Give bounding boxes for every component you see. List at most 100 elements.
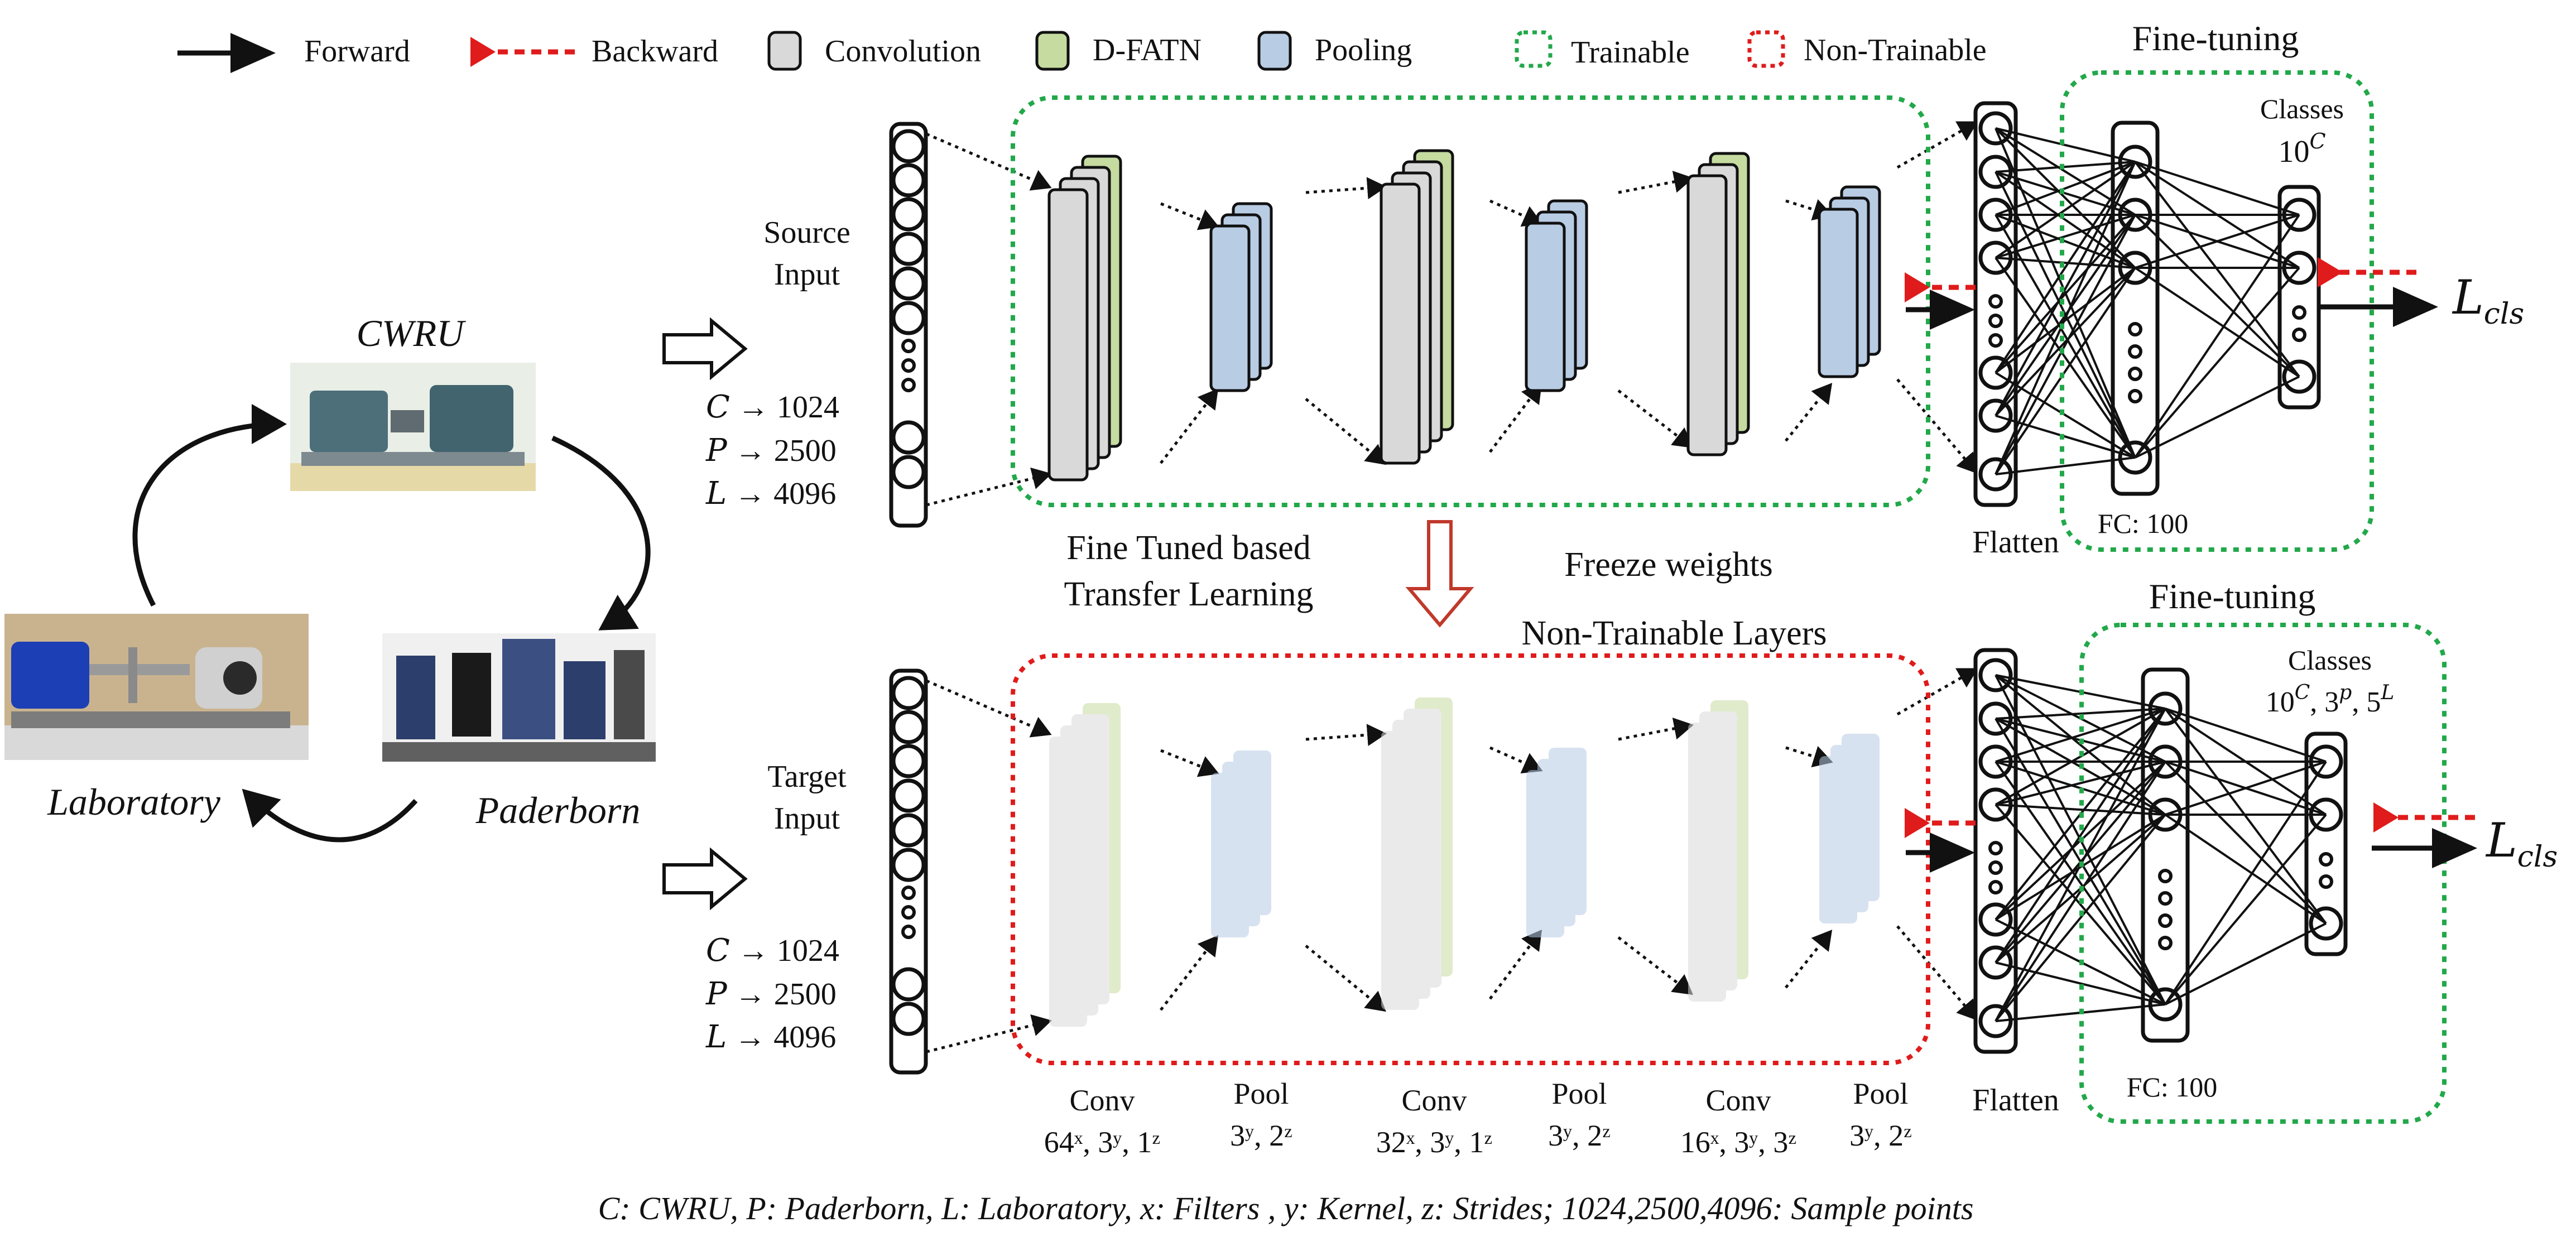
layer-params: 32ˣ, 3ʸ, 1ᶻ: [1376, 1125, 1492, 1159]
layer-params: 3ʸ, 2ᶻ: [1548, 1119, 1611, 1152]
fc-node-ellipsis: [2158, 869, 2173, 883]
cwru-rig-image: [290, 363, 536, 491]
flatten-to-fc-edge: [1995, 708, 2166, 720]
target-classes-value: 10C, 3p, 5L: [2266, 681, 2395, 718]
input-to-conv-connector: [926, 467, 1052, 507]
input-node: [891, 455, 926, 489]
source-input-label-2: Input: [774, 257, 840, 292]
convolution-block: [1686, 174, 1728, 456]
fc-to-class-edge: [2134, 267, 2300, 378]
flatten-to-fc-edge: [1995, 708, 2166, 806]
flatten-node-ellipsis: [1988, 860, 2003, 875]
conv-to-pool-connector: [1489, 199, 1543, 227]
source-flatten-label: Flatten: [1972, 525, 2059, 560]
flatten-to-fc-edge: [1995, 161, 2136, 475]
input-node: [891, 676, 926, 710]
source-hollow-arrow-icon: [662, 317, 748, 381]
pool-to-flatten-connector: [1896, 925, 1978, 1021]
input-to-conv-connector: [926, 132, 1052, 191]
flatten-to-fc-edge: [1995, 814, 2166, 1022]
input-node-ellipsis: [901, 905, 916, 920]
size-val-l: → 4096: [727, 1020, 836, 1055]
dfatn-swatch: [1035, 31, 1070, 71]
laboratory-rig-image: [4, 614, 309, 760]
input-node-ellipsis: [901, 378, 916, 392]
fc-to-class-edge: [2134, 267, 2300, 459]
conv-to-pool-connector: [1160, 935, 1219, 1011]
source-classes-title: Classes: [2260, 93, 2344, 124]
target-loss-label: Lcls: [2485, 813, 2558, 874]
paderborn-label: Paderborn: [475, 789, 641, 831]
size-key-p: P: [705, 976, 728, 1012]
fc-to-class-edge: [2164, 814, 2327, 1005]
fc-node-ellipsis: [2128, 344, 2142, 359]
pool-to-conv-connector: [1618, 718, 1694, 741]
conv-to-pool-connector: [1489, 930, 1542, 1000]
input-node-ellipsis: [901, 339, 916, 353]
input-node-ellipsis: [901, 358, 916, 373]
legend-convolution-label: Convolution: [825, 34, 981, 69]
conv-to-pool-connector: [1785, 930, 1833, 989]
target-input-label-1: Target: [767, 759, 847, 794]
fc-node-ellipsis: [2158, 913, 2173, 928]
flatten-to-fc-edge: [1995, 161, 2136, 374]
flatten-to-fc-edge: [1995, 171, 2136, 216]
input-node: [891, 1002, 926, 1036]
svg-text:P → 2500: P → 2500: [705, 432, 837, 469]
pool-block-3: [1819, 734, 1880, 923]
layer-params: 16ˣ, 3ʸ, 3ᶻ: [1680, 1125, 1796, 1159]
class-node-ellipsis: [2319, 852, 2333, 867]
fc-node-ellipsis: [2128, 367, 2142, 381]
freeze-weights-label: Freeze weights: [1564, 546, 1773, 584]
pool-to-conv-connector: [1617, 936, 1693, 995]
flatten-to-fc-edge: [1995, 761, 2166, 1022]
legend-backward-label: Backward: [592, 34, 718, 69]
legend-forward-label: Forward: [304, 34, 410, 69]
flatten-to-fc-edge: [1995, 161, 2136, 173]
fc-to-class-edge: [2164, 761, 2327, 1005]
fc-node-ellipsis: [2128, 389, 2142, 403]
flatten-to-fc-edge: [1995, 214, 2136, 458]
fc-to-class-edge: [2135, 376, 2300, 459]
flatten-to-fc-edge: [1995, 708, 2166, 763]
source-fine-tuning-label: Fine-tuning: [2132, 18, 2299, 58]
target-sizes: C → 1024 P → 2500 L → 4096: [705, 932, 839, 1055]
pooling-swatch: [1257, 31, 1292, 71]
fc-to-class-edge: [2135, 161, 2300, 216]
source-loss-label: Lcls: [2452, 270, 2524, 331]
layer-name: Conv: [1401, 1084, 1467, 1117]
pooling-block: [1526, 770, 1564, 937]
cwru-label: CWRU: [357, 312, 467, 354]
pool-to-flatten-connector: [1896, 121, 1978, 169]
layer-name: Conv: [1705, 1084, 1771, 1117]
target-input-label-2: Input: [774, 801, 840, 836]
convolution-block: [1047, 188, 1089, 482]
input-node: [891, 967, 926, 1002]
fc-to-class-edge: [2165, 922, 2327, 1005]
flatten-to-fc-edge: [1995, 267, 2136, 475]
target-fine-tuning-label: Fine-tuning: [2149, 576, 2316, 616]
class-node-ellipsis: [2292, 328, 2306, 342]
flatten-to-fc-edge: [1995, 161, 2136, 216]
input-layer: [889, 668, 928, 1075]
convolution-block: [1380, 182, 1421, 465]
flatten-node-ellipsis: [1988, 841, 2003, 855]
flatten-node-ellipsis: [1988, 333, 2003, 348]
non-trainable-swatch: [1747, 30, 1785, 68]
source-fc-label: FC: 100: [2098, 508, 2189, 539]
input-node: [891, 129, 926, 163]
fc-to-class-edge: [2135, 214, 2300, 269]
fc-node-ellipsis: [2128, 322, 2142, 336]
target-flatten-label: Flatten: [1972, 1083, 2059, 1118]
pool-block-1: [1211, 750, 1271, 937]
input-node-ellipsis: [901, 925, 916, 939]
fc-to-class-edge: [2134, 214, 2300, 459]
flatten-to-fc-edge: [1995, 267, 2136, 417]
input-node: [891, 813, 926, 848]
layer-name: Conv: [1069, 1084, 1135, 1117]
conv-to-pool-connector: [1489, 383, 1542, 453]
source-sizes: C → 1024 P → 2500 L → 4096: [705, 389, 839, 512]
cycle-arrow-lab-to-cwru: [132, 404, 287, 607]
fc-to-class-edge: [2165, 708, 2327, 763]
source-fine-tuning-box: [2060, 70, 2374, 552]
